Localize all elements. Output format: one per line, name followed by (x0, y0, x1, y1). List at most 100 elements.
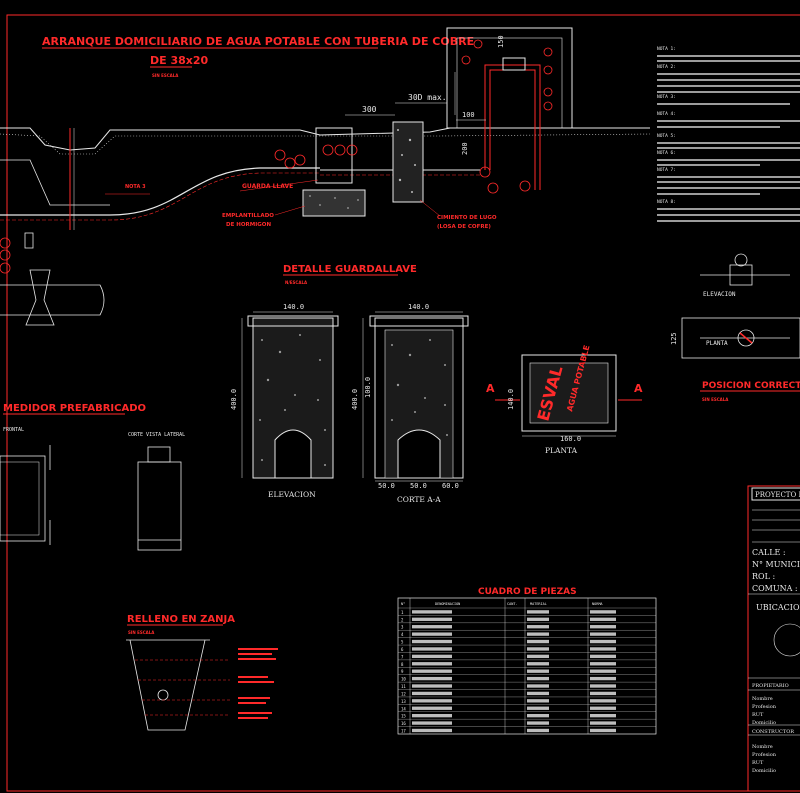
label-cimiento: CIMIENTO DE LUGO(LOSA DE COFRE) (437, 215, 497, 230)
guardallave-elevation (247, 315, 339, 479)
table-row-number: 8 (401, 662, 404, 667)
corte-vista-label: CORTE VISTA LATERAL (128, 432, 185, 438)
table-row-number: 12 (401, 691, 406, 696)
meter-detail (681, 253, 800, 359)
svg-text:Nombre: Nombre (752, 744, 773, 750)
subtitle-scale: SIN ESCALA (152, 73, 179, 78)
title-block: PROYECTO DE CALLE : N° MUNICIPAL ROL : C… (747, 485, 800, 792)
table-row-number: 16 (401, 721, 406, 726)
table-row-number: 13 (401, 699, 406, 704)
section-a-right: A (634, 382, 643, 395)
pieces-table: N° DENOMINACION CANT. MATERIAL NORMA 123… (397, 597, 657, 735)
table-row-number: 10 (401, 677, 406, 682)
svg-text:CONSTRUCTOR: CONSTRUCTOR (752, 729, 794, 735)
table-row-number: 7 (401, 654, 404, 659)
svg-text:NOTA 7:: NOTA 7: (657, 167, 676, 173)
planta-2-label: PLANTA (706, 340, 728, 347)
section-a-left: A (486, 382, 495, 395)
svg-text:N°: N° (401, 602, 405, 606)
dim-140-a: 140.0 (283, 303, 304, 311)
svg-text:Nombre: Nombre (752, 696, 773, 702)
table-row-number: 6 (401, 647, 404, 652)
dim-60: 60.0 (442, 482, 459, 490)
svg-text:UBICACION: UBICACION (756, 603, 800, 612)
trench-section (126, 639, 210, 731)
foundation (392, 121, 424, 203)
dim-30d-max: 30D max. (408, 93, 447, 102)
posicion-scale: SIN ESCALA (702, 397, 729, 402)
dim-150: 150 (497, 35, 505, 48)
svg-text:NOTA 3:: NOTA 3: (657, 94, 676, 100)
guardallave-plan: ESVAL AGUA POTABLE (521, 344, 617, 432)
svg-text:NOTA 1:: NOTA 1: (657, 46, 676, 52)
svg-text:RUT: RUT (752, 712, 764, 718)
table-row-number: 4 (401, 632, 404, 637)
svg-text:NOTA 6:: NOTA 6: (657, 150, 676, 156)
label-nota3: NOTA 3 (125, 184, 146, 190)
posicion-title: POSICION CORRECTA (702, 381, 800, 391)
sheet-border (6, 14, 800, 792)
table-row-number: 15 (401, 714, 406, 719)
table-row-number: 14 (401, 706, 406, 711)
elevacion-2-label: ELEVACION (703, 291, 736, 298)
table-row-number: 2 (401, 617, 404, 622)
svg-text:PROYECTO DE: PROYECTO DE (755, 491, 800, 499)
dim-160: 160.0 (560, 435, 581, 443)
table-row-number: 5 (401, 640, 404, 645)
corte-label: CORTE A-A (397, 495, 441, 504)
svg-text:N° MUNICIPAL: N° MUNICIPAL (752, 560, 800, 569)
label-guarda-llave: GUARDA LLAVE (242, 183, 293, 190)
dim-100: 100 (462, 111, 475, 119)
relleno-scale: SIN ESCALA (128, 630, 155, 635)
svg-text:DENOMINACION: DENOMINACION (435, 602, 460, 606)
subtitle: DE 38x20 (150, 54, 209, 67)
relleno-title: RELLENO EN ZANJA (127, 614, 235, 625)
dim-50-b: 50.0 (410, 482, 427, 490)
svg-text:NOTA 4:: NOTA 4: (657, 111, 676, 117)
dim-140-b: 140.0 (408, 303, 429, 311)
svg-text:RUT: RUT (752, 760, 764, 766)
svg-text:PROPIETARIO: PROPIETARIO (752, 683, 789, 689)
dim-400-b: 400.0 (351, 389, 359, 410)
dim-50-a: 50.0 (378, 482, 395, 490)
main-title: ARRANQUE DOMICILIARIO DE AGUA POTABLE CO… (42, 35, 474, 48)
dim-100-b: 100.0 (364, 377, 372, 398)
copper-pipe (0, 167, 320, 216)
table-row-number: 17 (401, 729, 406, 734)
dim-400-a: 400.0 (230, 389, 238, 410)
svg-text:MATERIAL: MATERIAL (530, 602, 547, 606)
dim-300: 300 (362, 105, 377, 114)
table-row-number: 9 (401, 669, 404, 674)
detalle-scale: N/ESCALA (285, 280, 308, 285)
dim-200: 200 (461, 142, 469, 155)
frontal-label: FRONTAL (3, 427, 24, 433)
table-row-number: 11 (401, 684, 406, 689)
svg-text:CALLE :: CALLE : (752, 548, 786, 557)
svg-text:NORMA: NORMA (592, 602, 603, 606)
detalle-title: DETALLE GUARDALLAVE (283, 264, 417, 275)
svg-text:NOTA 5:: NOTA 5: (657, 133, 676, 139)
planta-label: PLANTA (545, 446, 578, 455)
valve-box (315, 127, 353, 184)
svg-text:Profesion: Profesion (752, 752, 777, 758)
svg-text:Profesion: Profesion (752, 704, 777, 710)
svg-text:CANT.: CANT. (507, 602, 518, 606)
svg-text:Domicilio: Domicilio (752, 720, 776, 726)
svg-text:NOTA 8:: NOTA 8: (657, 199, 676, 205)
dim-140-c: 140.0 (507, 389, 515, 410)
dim-125: 125 (670, 332, 678, 345)
medidor-title: MEDIDOR PREFABRICADO (3, 403, 146, 414)
svg-text:COMUNA :: COMUNA : (752, 584, 798, 593)
elevacion-label: ELEVACION (268, 490, 316, 499)
ground-line (0, 127, 650, 151)
notes-block: NOTA 1: NOTA 2: NOTA 3: NOTA 4: NOTA 5: … (657, 46, 800, 222)
svg-text:NOTA 2:: NOTA 2: (657, 64, 676, 70)
medidor-side (137, 446, 182, 551)
table-row-number: 3 (401, 625, 404, 630)
guardallave-section (369, 315, 469, 479)
cuadro-title: CUADRO DE PIEZAS (478, 587, 577, 597)
medidor-front (0, 445, 51, 545)
table-row-number: 1 (401, 610, 404, 615)
